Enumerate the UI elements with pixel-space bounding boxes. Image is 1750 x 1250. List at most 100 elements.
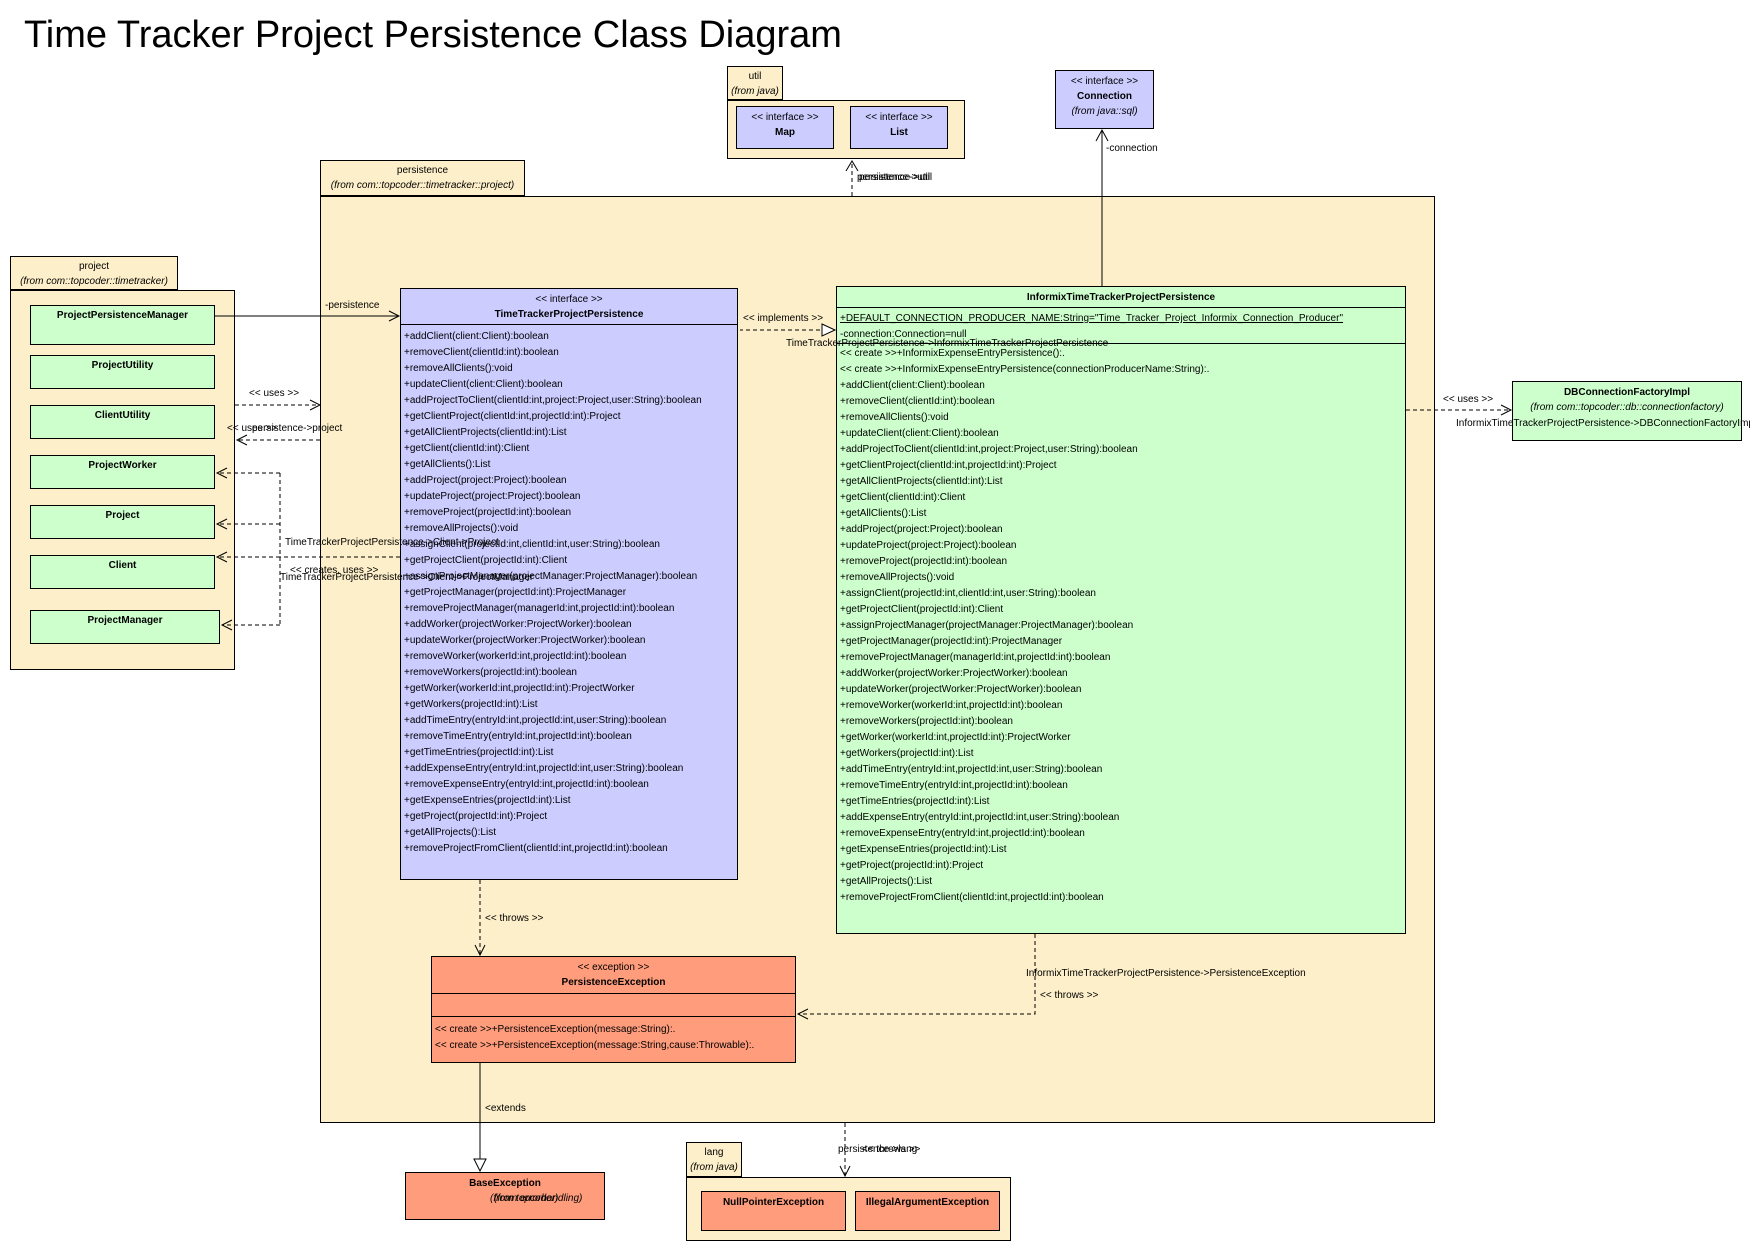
member-line: +getProject(projectId:int):Project (840, 860, 984, 871)
arrowhead-persistence-util (845, 160, 859, 172)
edge-label-persistence-project: persistence->project (252, 423, 343, 434)
arrowhead-project-worker (215, 467, 228, 479)
arrowhead-uses-db (1500, 404, 1513, 416)
member-line: +addProjectToClient(clientId:int,project… (840, 444, 1138, 455)
attribute-section (432, 993, 795, 1016)
member-line: +removeProjectManager(managerId:int,proj… (404, 603, 675, 614)
member-line: << create >>+InformixExpenseEntryPersist… (840, 364, 1210, 375)
package-tab-lang[interactable]: lang (from java) (686, 1142, 742, 1177)
edge-label-persistence-util: persistence->util (857, 172, 931, 183)
member-line: << create >>+InformixExpenseEntryPersist… (840, 348, 1065, 359)
stereotype: << interface >> (865, 112, 933, 123)
edge-label-throws-2: << throws >> (1040, 990, 1099, 1001)
class-from: (from java::sql) (1071, 106, 1138, 117)
method-list: << create >>+PersistenceException(messag… (432, 1016, 795, 1054)
class-name: NullPointerException (722, 1197, 825, 1208)
class-project-utility[interactable]: ProjectUtility (30, 355, 215, 389)
member-line: +getExpenseEntries(projectId:int):List (404, 795, 571, 806)
package-name: util (748, 71, 762, 82)
class-connection[interactable]: << interface >>Connection(from java::sql… (1055, 70, 1154, 129)
class-from: (from topcoder) (490, 1193, 559, 1204)
class-name: IllegalArgumentException (865, 1197, 990, 1208)
member-line: +getClientProject(clientId:int,projectId… (840, 460, 1057, 471)
member-line: +addExpenseEntry(entryId:int,projectId:i… (404, 763, 684, 774)
member-line: +removeExpenseEntry(entryId:int,projectI… (404, 779, 649, 790)
class-client[interactable]: Client (30, 555, 215, 589)
package-from: (from com::topcoder::timetracker::projec… (330, 180, 515, 191)
edge-label-persistence-lang: persistence->lang (838, 1144, 918, 1155)
member-line: +getClientProject(clientId:int,projectId… (404, 411, 621, 422)
class-project-manager[interactable]: ProjectManager (30, 610, 220, 644)
member-line: +getAllProjects():List (404, 827, 496, 838)
member-line: +removeAllClients():void (404, 363, 513, 374)
member-line: +updateProject(project:Project):boolean (404, 491, 581, 502)
edge-label-ittpp-pe: InformixTimeTrackerProjectPersistence->P… (1026, 968, 1306, 979)
package-tab-project[interactable]: project (from com::topcoder::timetracker… (10, 256, 178, 290)
edge-label-extends: <extends (485, 1103, 526, 1114)
member-line: +assignProjectManager(projectManager:Pro… (404, 571, 698, 582)
member-line: +addProject(project:Project):boolean (404, 475, 567, 486)
edge-label-connection: -connection (1106, 143, 1158, 154)
member-line: +updateWorker(projectWorker:ProjectWorke… (404, 635, 646, 646)
stereotype: << interface >> (535, 294, 603, 305)
class-from-alt: (from errorhandling) (494, 1193, 583, 1204)
member-line: +getWorkers(projectId:int):List (840, 748, 974, 759)
arrowhead-extends (473, 1158, 487, 1173)
member-line: +getProjectManager(projectId:int):Projec… (404, 587, 627, 598)
class-base-exception[interactable]: BaseException (from topcoder) (from erro… (405, 1172, 605, 1220)
member-line: +removeClient(clientId:int):boolean (404, 347, 559, 358)
class-null-pointer-exception[interactable]: NullPointerException (701, 1191, 846, 1231)
member-line: +updateClient(client:Client):boolean (404, 379, 563, 390)
edge-label-ttpp-client-pm: TimeTrackerProjectPersistence->Client->P… (280, 572, 534, 583)
arrowhead-persistence-lang (839, 1165, 851, 1178)
edge-label-persistence-util-overlap: persistence->util (859, 172, 933, 183)
package-from: (from com::topcoder::timetracker) (20, 276, 168, 287)
class-project-worker[interactable]: ProjectWorker (30, 455, 215, 489)
member-line: +removeWorker(workerId:int,projectId:int… (404, 651, 627, 662)
member-line: +assignProjectManager(projectManager:Pro… (840, 620, 1134, 631)
member-line: +removeProject(projectId:int):boolean (840, 556, 1008, 567)
class-map[interactable]: << interface >>Map (736, 106, 834, 149)
class-project[interactable]: Project (30, 505, 215, 539)
edge-label-implements-name: TimeTrackerProjectPersistence->InformixT… (786, 338, 1109, 349)
edge-label-throws-1: << throws >> (485, 913, 544, 924)
member-line: +removeProjectManager(managerId:int,proj… (840, 652, 1111, 663)
class-db-connection-factory-impl[interactable]: DBConnectionFactoryImpl(from com::topcod… (1512, 381, 1742, 441)
member-line: +addWorker(projectWorker:ProjectWorker):… (404, 619, 632, 630)
class-informix-time-tracker-project-persistence[interactable]: InformixTimeTrackerProjectPersistence +D… (836, 286, 1406, 934)
member-line: +getClient(clientId:int):Client (840, 492, 966, 503)
member-line: +addWorker(projectWorker:ProjectWorker):… (840, 668, 1068, 679)
member-line: +removeProjectFromClient(clientId:int,pr… (404, 843, 668, 854)
member-line: -connection:Connection=null (840, 329, 967, 340)
arrowhead-uses (309, 399, 322, 411)
member-line: +updateProject(project:Project):boolean (840, 540, 1017, 551)
member-line: +addProject(project:Project):boolean (840, 524, 1003, 535)
arrowhead-project-manager (220, 619, 233, 631)
edge-label-persistence: -persistence (325, 300, 380, 311)
method-list: +addClient(client:Client):boolean +remove… (401, 324, 737, 857)
class-illegal-argument-exception[interactable]: IllegalArgumentException (855, 1191, 1000, 1231)
class-list[interactable]: << interface >>List (850, 106, 948, 149)
arrowhead-connection (1095, 128, 1109, 142)
member-line: +removeTimeEntry(entryId:int,projectId:i… (840, 780, 1068, 791)
arrowhead-throws-1 (474, 944, 486, 957)
package-name: lang (704, 1147, 724, 1158)
package-from: (from java) (690, 1162, 738, 1173)
package-tab-util[interactable]: util (from java) (727, 66, 783, 100)
class-name: PersistenceException (561, 977, 666, 988)
class-client-utility[interactable]: ClientUtility (30, 405, 215, 439)
edge-label-ttpp-client-project: TimeTrackerProjectPersistence->Client->P… (285, 537, 499, 548)
edge-label-ittpp-db: InformixTimeTrackerProjectPersistence->D… (1456, 418, 1750, 429)
member-line: +removeWorkers(projectId:int):boolean (840, 716, 1013, 727)
class-project-persistence-manager[interactable]: ProjectPersistenceManager (30, 305, 215, 345)
member-line: +assignClient(projectId:int,clientId:int… (840, 588, 1096, 599)
package-tab-persistence[interactable]: persistence (from com::topcoder::timetra… (320, 160, 525, 196)
member-line: +addClient(client:Client):boolean (404, 331, 549, 342)
method-list: << create >>+InformixExpenseEntryPersist… (837, 343, 1405, 906)
class-persistence-exception[interactable]: << exception >>PersistenceException << c… (431, 956, 796, 1063)
package-from: (from java) (731, 86, 779, 97)
member-line: +removeWorker(workerId:int,projectId:int… (840, 700, 1063, 711)
class-time-tracker-project-persistence[interactable]: << interface >>TimeTrackerProjectPersist… (400, 288, 738, 880)
edge-label-uses: << uses >> (249, 388, 300, 399)
